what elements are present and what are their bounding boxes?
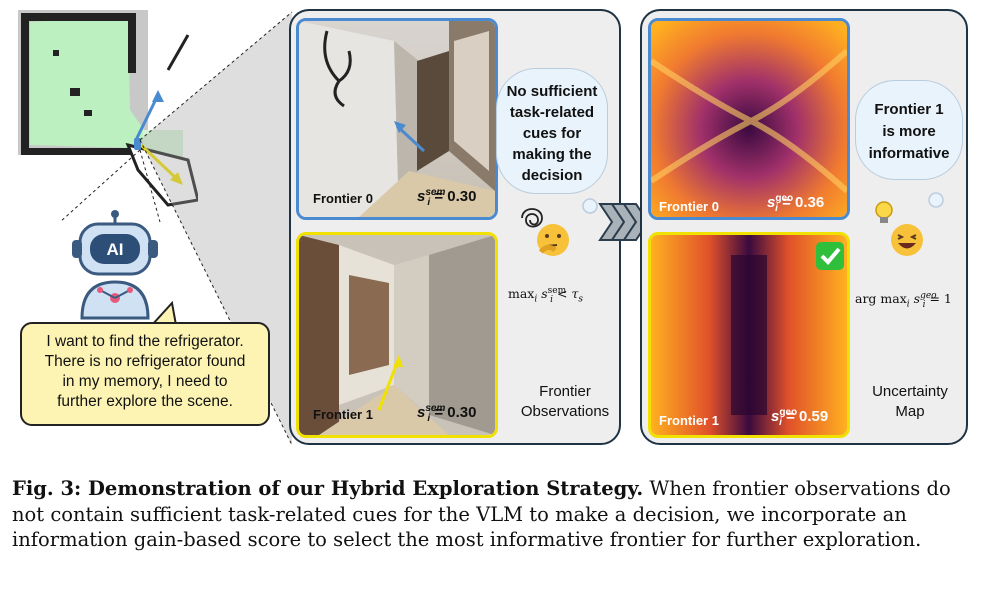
formula-sub: i bbox=[906, 299, 910, 310]
formula-symbol: s bbox=[541, 286, 548, 302]
caption-line: Observations bbox=[520, 403, 610, 420]
formula-rel-sub: s bbox=[578, 294, 584, 305]
frontier1-heatmap bbox=[651, 235, 847, 435]
score-sub: i bbox=[427, 197, 431, 208]
robot-badge: AI bbox=[107, 240, 124, 259]
frontier0-label: Frontier 0 bbox=[313, 191, 373, 206]
frontier0-arrow-icon bbox=[152, 90, 164, 102]
score-symbol: s bbox=[767, 194, 776, 211]
score-value: = 0.36 bbox=[782, 194, 825, 211]
thought-cloud-icon: Frontier 1 is more informative bbox=[855, 80, 963, 180]
figure-caption: Fig. 3: Demonstration of our Hybrid Expl… bbox=[12, 476, 974, 553]
speech-line: further explore the scene. bbox=[57, 393, 233, 410]
thought-line: decision bbox=[521, 167, 583, 184]
thought-line: No sufficient bbox=[506, 83, 598, 100]
score-value: = 0.59 bbox=[786, 408, 829, 425]
check-mark-icon bbox=[816, 242, 844, 270]
formula-relation: = 1 bbox=[929, 291, 952, 307]
frontier-observations-caption: Frontier Observations bbox=[510, 382, 620, 422]
score-sup: sem bbox=[425, 187, 446, 198]
argmax-formula: arg maxi sgeoi = 1 bbox=[855, 291, 970, 310]
formula-sym-sub: i bbox=[922, 299, 926, 310]
caption-line: Frontier bbox=[539, 383, 591, 400]
caption-line: Map bbox=[895, 403, 925, 420]
formula-sup: sem bbox=[547, 286, 567, 296]
frontier0-geometric-score: sgeoi = 0.36 bbox=[767, 193, 824, 214]
score-sup: geo bbox=[775, 193, 794, 204]
thought-line: Frontier 1 bbox=[874, 101, 944, 118]
speech-bubble: I want to find the refrigerator. There i… bbox=[20, 322, 270, 426]
thought-line: cues for bbox=[522, 125, 582, 142]
formula-relation: < τ bbox=[557, 286, 579, 302]
formula-symbol: s bbox=[913, 291, 921, 307]
frontier0-observation: Frontier 0 ssemi = 0.30 bbox=[296, 18, 498, 220]
score-sup: geo bbox=[779, 407, 798, 418]
score-value: = 0.30 bbox=[434, 404, 477, 421]
frontier1-label: Frontier 1 bbox=[313, 407, 373, 422]
frontier0-semantic-score: ssemi = 0.30 bbox=[417, 187, 476, 208]
frontier0-map-label: Frontier 0 bbox=[659, 199, 719, 214]
formula-op: arg max bbox=[855, 291, 907, 307]
scribble-icon bbox=[521, 208, 543, 228]
frontier1-observation: Frontier 1 ssemi = 0.30 bbox=[296, 232, 498, 438]
score-sup: sem bbox=[425, 403, 446, 414]
formula-sub: i bbox=[534, 294, 538, 305]
speech-line: There is no refrigerator found bbox=[44, 353, 246, 370]
frontier0-heatmap bbox=[651, 21, 847, 217]
formula-sup: geo bbox=[920, 291, 937, 301]
frontier1-uncertainty-map: Frontier 1 sgeoi = 0.59 bbox=[648, 232, 850, 438]
formula-sym-sub: i bbox=[550, 294, 554, 305]
score-value: = 0.30 bbox=[434, 188, 477, 205]
thought-line: is more bbox=[882, 123, 936, 140]
caption-line: Uncertainty bbox=[872, 383, 948, 400]
speech-line: I want to find the refrigerator. bbox=[46, 333, 244, 350]
frontier1-map-label: Frontier 1 bbox=[659, 413, 719, 428]
speech-tail bbox=[150, 301, 178, 325]
caption-label: Fig. 3: Demonstration of our Hybrid Expl… bbox=[12, 477, 644, 500]
frontier1-geometric-score: sgeoi = 0.59 bbox=[771, 407, 828, 428]
score-symbol: s bbox=[417, 404, 426, 421]
thought-cloud-icon: No sufficient task-related cues for maki… bbox=[496, 68, 608, 194]
speech-line: in my memory, I need to bbox=[62, 373, 228, 390]
uncertainty-map-caption: Uncertainty Map bbox=[855, 382, 965, 422]
score-sub: i bbox=[779, 417, 782, 428]
semantic-threshold-formula: maxi ssemi < τs bbox=[508, 286, 583, 305]
score-sub: i bbox=[427, 413, 431, 424]
agent-marker-icon bbox=[134, 138, 141, 150]
thinking-face-icon bbox=[537, 224, 569, 256]
frontier0-photo bbox=[299, 21, 495, 217]
lightbulb-icon bbox=[875, 201, 893, 223]
score-sub: i bbox=[775, 203, 778, 214]
thought-bubble-dot bbox=[928, 192, 944, 208]
thought-line: informative bbox=[868, 145, 950, 162]
frontier0-uncertainty-map: Frontier 0 sgeoi = 0.36 bbox=[648, 18, 850, 220]
frontier1-semantic-score: ssemi = 0.30 bbox=[417, 403, 476, 424]
frontier1-photo bbox=[299, 235, 495, 435]
caption-text: When frontier observations do not contai… bbox=[12, 477, 951, 551]
score-symbol: s bbox=[771, 408, 780, 425]
formula-op: max bbox=[508, 286, 535, 302]
thought-line: making the bbox=[512, 146, 592, 163]
grinning-face-icon bbox=[891, 224, 923, 256]
thought-bubble-dot bbox=[582, 198, 598, 214]
occupancy-map bbox=[18, 10, 198, 207]
score-symbol: s bbox=[417, 188, 426, 205]
thought-line: task-related bbox=[509, 104, 595, 121]
robot-icon: AI bbox=[72, 210, 158, 320]
